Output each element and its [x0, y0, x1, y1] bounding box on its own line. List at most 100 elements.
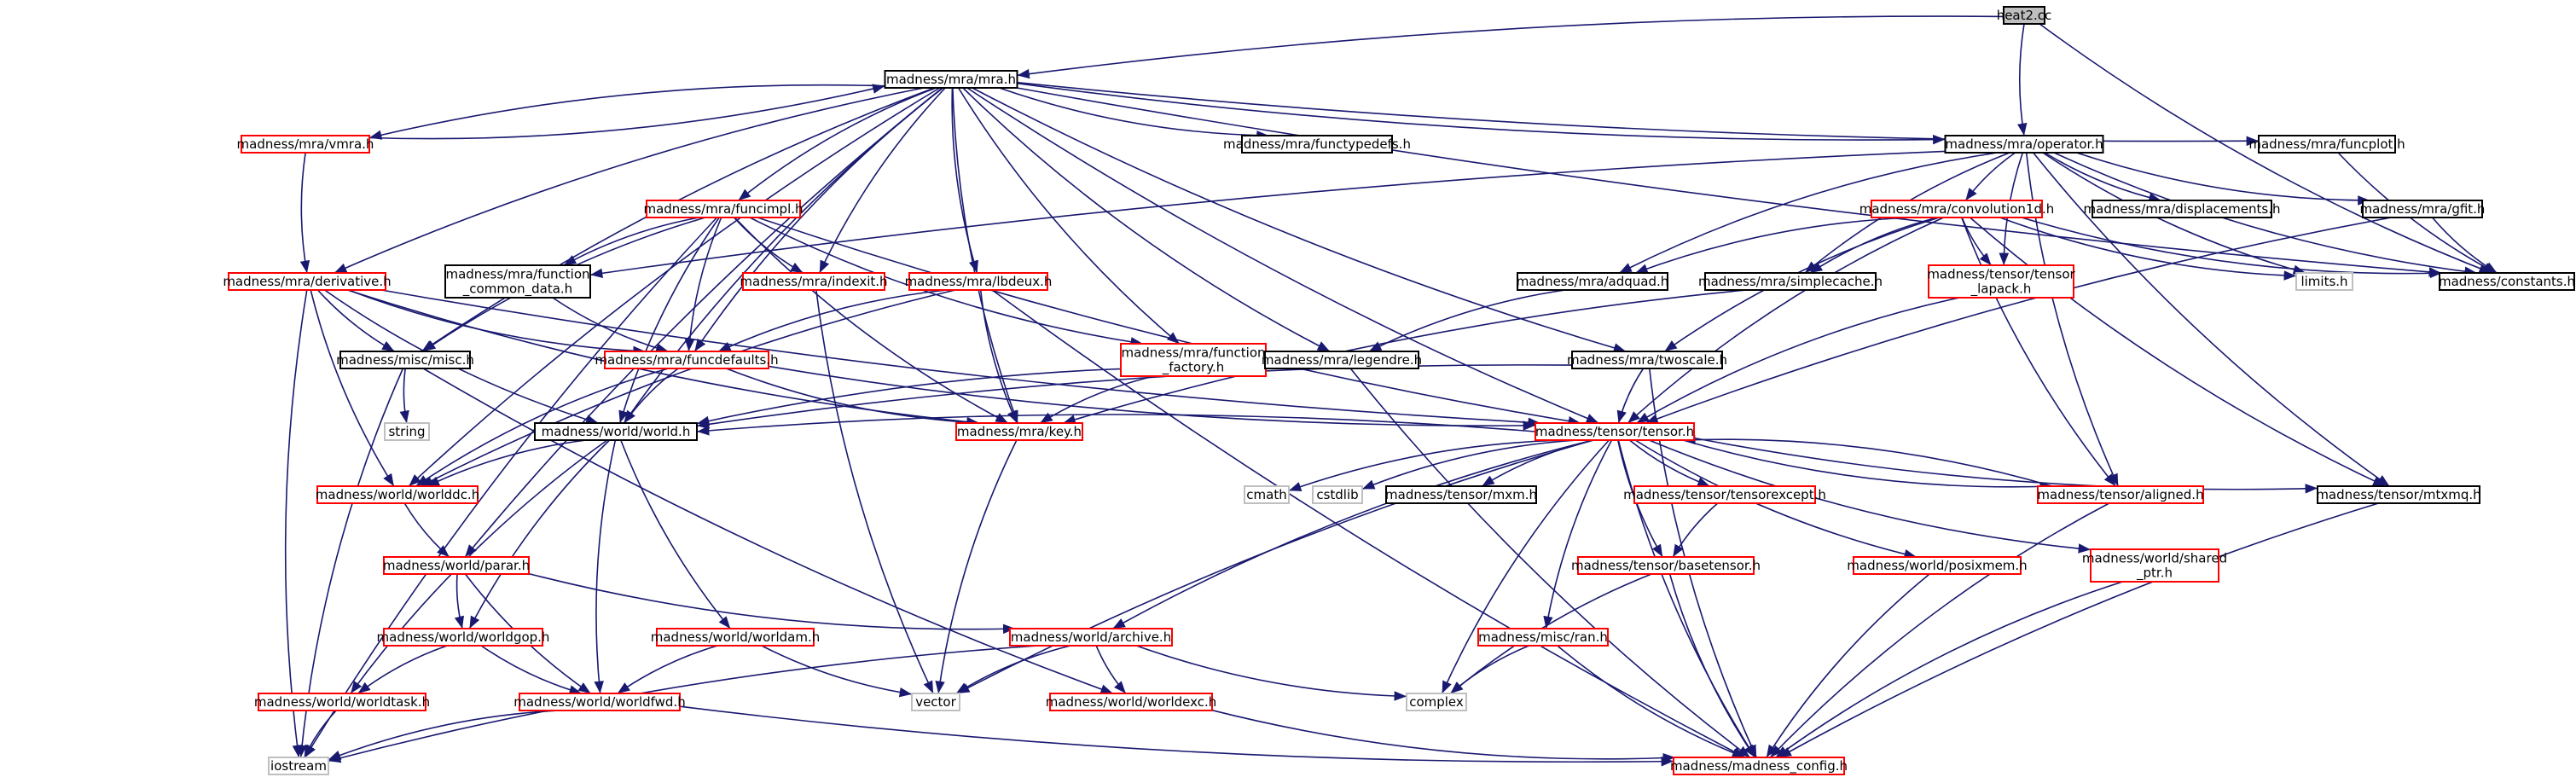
node-madness_config[interactable]: madness/madness_config.h [1670, 757, 1848, 775]
node-funcplot[interactable]: madness/mra/funcplot.h [2248, 135, 2405, 154]
node-vector[interactable]: vector [911, 693, 960, 711]
node-limits[interactable]: limits.h [2295, 272, 2353, 291]
node-box [1406, 693, 1467, 711]
node-mtxmq[interactable]: madness/tensor/mtxmq.h [2316, 485, 2481, 504]
edge-convolution1d-to-tensor [1627, 217, 1944, 424]
node-tensor[interactable]: madness/tensor/tensor.h [1535, 422, 1695, 441]
node-label: string [388, 424, 425, 439]
node-heat2[interactable]: heat2.cc [1997, 6, 2052, 25]
node-label: madness/mra/convolution1d.h [1859, 201, 2055, 217]
edge-mra-to-worlddc [408, 87, 941, 487]
node-archive[interactable]: madness/world/archive.h [1009, 628, 1173, 647]
node-key[interactable]: madness/mra/key.h [955, 422, 1083, 441]
node-convolution1d[interactable]: madness/mra/convolution1d.h [1859, 200, 2055, 218]
node-box [384, 422, 430, 441]
node-box [258, 693, 426, 711]
node-label: madness/mra/key.h [957, 424, 1082, 439]
node-gfit[interactable]: madness/mra/gfit.h [2360, 200, 2486, 218]
edge-archive-to-complex [1136, 645, 1407, 701]
node-lbdeux[interactable]: madness/mra/lbdeux.h [905, 272, 1053, 291]
node-box [604, 351, 769, 369]
edge-mra-to-key [952, 87, 1018, 424]
node-funcdefaults[interactable]: madness/mra/funcdefaults.h [595, 351, 779, 369]
edge-worldfwd-to-iostream [328, 710, 560, 761]
node-box [911, 693, 960, 711]
node-label: limits.h [2300, 274, 2347, 289]
edge-lbdeux-to-worlddc [420, 289, 955, 487]
edge-operator-to-limits [2042, 152, 2306, 275]
edge-convolution1d-to-mtxmq [1969, 217, 2386, 487]
node-basetensor[interactable]: madness/tensor/basetensor.h [1571, 556, 1761, 575]
edge-mra-to-constants [1016, 87, 2442, 277]
node-shared_ptr[interactable]: madness/world/shared_ptr.h [2082, 548, 2227, 583]
edge-operator-to-convolution1d [1964, 152, 2016, 201]
node-derivative[interactable]: madness/mra/derivative.h [223, 272, 392, 291]
node-iostream[interactable]: iostream [268, 757, 329, 775]
node-simplecache[interactable]: madness/mra/simplecache.h [1698, 272, 1883, 291]
node-function_common_data[interactable]: madness/mra/function_common_data.h [444, 264, 591, 299]
node-box [1120, 343, 1267, 377]
edge-convolution1d-to-adquad [1634, 217, 1914, 274]
edge-world-to-worldgop [468, 439, 611, 629]
edge-tensor-to-tensorexcept [1628, 439, 1710, 487]
node-string[interactable]: string [384, 422, 430, 441]
node-world[interactable]: madness/world/world.h [534, 422, 698, 441]
node-box [908, 272, 1048, 291]
edge-mra-to-vmra [368, 84, 885, 140]
node-label: madness/world/posixmem.h [1847, 558, 2027, 573]
node-label: cstdlib [1316, 487, 1358, 502]
edge-tensor-to-ran [1543, 439, 1613, 629]
edge-tensor-to-mxm [1481, 439, 1594, 487]
edge-basetensor-to-madness_config [1668, 573, 1756, 758]
node-displacements[interactable]: madness/mra/displacements.h [2084, 200, 2281, 218]
node-cstdlib[interactable]: cstdlib [1312, 485, 1363, 504]
node-box [1517, 272, 1668, 291]
edge-vmra-to-mra [368, 84, 885, 140]
edge-mra-to-funcimpl [738, 87, 937, 201]
node-misc[interactable]: madness/misc/misc.h [336, 351, 474, 369]
node-constants[interactable]: madness/constants.h [2439, 272, 2575, 291]
node-function_factory[interactable]: madness/mra/function_factory.h [1120, 343, 1267, 377]
node-label: madness/world/shared [2082, 551, 2227, 566]
node-box [1244, 485, 1290, 504]
node-vmra[interactable]: madness/mra/vmra.h [237, 135, 374, 154]
node-aligned[interactable]: madness/tensor/aligned.h [2037, 485, 2204, 504]
node-box [646, 200, 801, 218]
node-mxm[interactable]: madness/tensor/mxm.h [1385, 485, 1537, 504]
node-label: madness/mra/mra.h [886, 72, 1016, 87]
node-box [1477, 628, 1609, 647]
node-ran[interactable]: madness/misc/ran.h [1477, 628, 1609, 647]
node-parar[interactable]: madness/world/parar.h [383, 556, 530, 575]
edge-world-to-worldam [620, 439, 731, 629]
edge-aligned-to-tensor [1683, 434, 2053, 487]
node-box [339, 351, 471, 369]
node-posixmem[interactable]: madness/world/posixmem.h [1847, 556, 2028, 575]
node-functypedefs[interactable]: madness/mra/functypedefs.h [1223, 135, 1411, 154]
node-label: madness/mra/vmra.h [237, 136, 374, 152]
node-worlddc[interactable]: madness/world/worlddc.h [316, 485, 479, 504]
edge-funcdefaults-to-tensor [768, 365, 1536, 431]
node-worldtask[interactable]: madness/world/worldtask.h [254, 693, 430, 711]
node-twoscale[interactable]: madness/mra/twoscale.h [1567, 351, 1727, 369]
node-label: madness/mra/legendre.h [1262, 352, 1422, 368]
node-worldfwd[interactable]: madness/world/worldfwd.h [513, 693, 686, 711]
node-worldgop[interactable]: madness/world/worldgop.h [377, 628, 550, 647]
node-indexit[interactable]: madness/mra/indexit.h [740, 272, 888, 291]
node-legendre[interactable]: madness/mra/legendre.h [1262, 351, 1422, 369]
node-adquad[interactable]: madness/mra/adquad.h [1517, 272, 1669, 291]
node-operator[interactable]: madness/mra/operator.h [1944, 135, 2104, 154]
node-mra[interactable]: madness/mra/mra.h [884, 70, 1018, 89]
node-complex[interactable]: complex [1406, 693, 1467, 711]
node-worldexc[interactable]: madness/world/worldexc.h [1046, 693, 1217, 711]
edge-twoscale-to-tensor [1616, 368, 1645, 424]
node-tensorexcept[interactable]: madness/tensor/tensorexcept.h [1623, 485, 1826, 504]
node-label: madness/mra/simplecache.h [1698, 274, 1883, 289]
edge-funcimpl-to-function_factory [749, 217, 1144, 347]
node-box [2003, 6, 2045, 25]
node-label: madness/mra/gfit.h [2360, 201, 2486, 217]
node-funcimpl[interactable]: madness/mra/funcimpl.h [643, 200, 804, 218]
node-tensor_lapack[interactable]: madness/tensor/tensor_lapack.h [1927, 264, 2076, 299]
node-cmath[interactable]: cmath [1244, 485, 1290, 504]
edge-operator-to-adquad [1619, 152, 1998, 274]
node-worldam[interactable]: madness/world/worldam.h [651, 628, 820, 647]
